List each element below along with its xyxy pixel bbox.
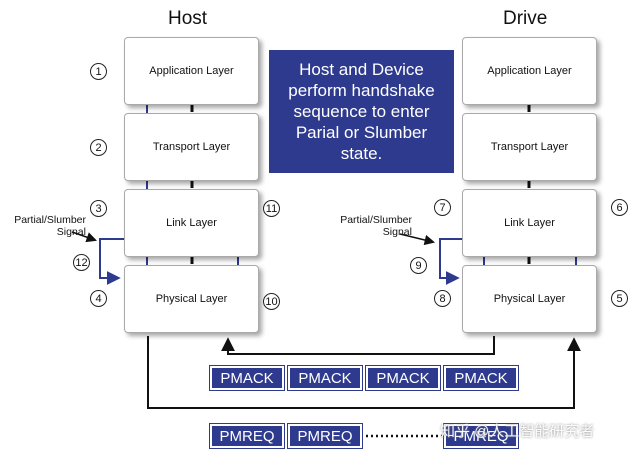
pmack-primitive-1: PMACK (210, 366, 284, 390)
host-transport-layer: Transport Layer (124, 113, 259, 181)
host-signal-pointer (71, 231, 97, 243)
pmack-path (221, 336, 495, 355)
handshake-callout: Host and Device perform handshake sequen… (269, 50, 454, 173)
step-4-badge: 4 (90, 290, 107, 307)
drive-signal-pointer (399, 233, 436, 246)
step-2-badge: 2 (90, 139, 107, 156)
host-signal-arrow (99, 238, 126, 285)
step-7-badge: 7 (434, 199, 451, 216)
host-link-layer: Link Layer (124, 189, 259, 257)
drive-physical-layer: Physical Layer (462, 265, 597, 333)
step-12-badge: 12 (73, 254, 90, 271)
pmreq-primitive-1: PMREQ (210, 424, 284, 448)
host-signal-label: Partial/Slumber Signal (14, 214, 86, 238)
step-1-badge: 1 (90, 63, 107, 80)
drive-signal-arrow (439, 238, 463, 285)
pmreq-path (147, 336, 581, 409)
drive-signal-label: Partial/Slumber Signal (340, 214, 412, 238)
step-8-badge: 8 (434, 290, 451, 307)
drive-application-layer: Application Layer (462, 37, 597, 105)
step-5-badge: 5 (611, 290, 628, 307)
step-3-badge: 3 (90, 200, 107, 217)
drive-title: Drive (503, 8, 548, 29)
drive-link-layer: Link Layer (462, 189, 597, 257)
pmreq-primitive-3: PMREQ (444, 424, 518, 448)
host-physical-layer: Physical Layer (124, 265, 259, 333)
step-11-badge: 11 (263, 200, 280, 217)
host-title: Host (168, 8, 208, 29)
drive-transport-layer: Transport Layer (462, 113, 597, 181)
step-6-badge: 6 (611, 199, 628, 216)
host-application-layer: Application Layer (124, 37, 259, 105)
pmack-primitive-2: PMACK (288, 366, 362, 390)
watermark: 知乎 @人工智能研究者 (440, 423, 595, 440)
pmack-primitive-3: PMACK (366, 366, 440, 390)
step-10-badge: 10 (263, 293, 280, 310)
pmreq-primitive-2: PMREQ (288, 424, 362, 448)
step-9-badge: 9 (410, 257, 427, 274)
pmack-primitive-4: PMACK (444, 366, 518, 390)
